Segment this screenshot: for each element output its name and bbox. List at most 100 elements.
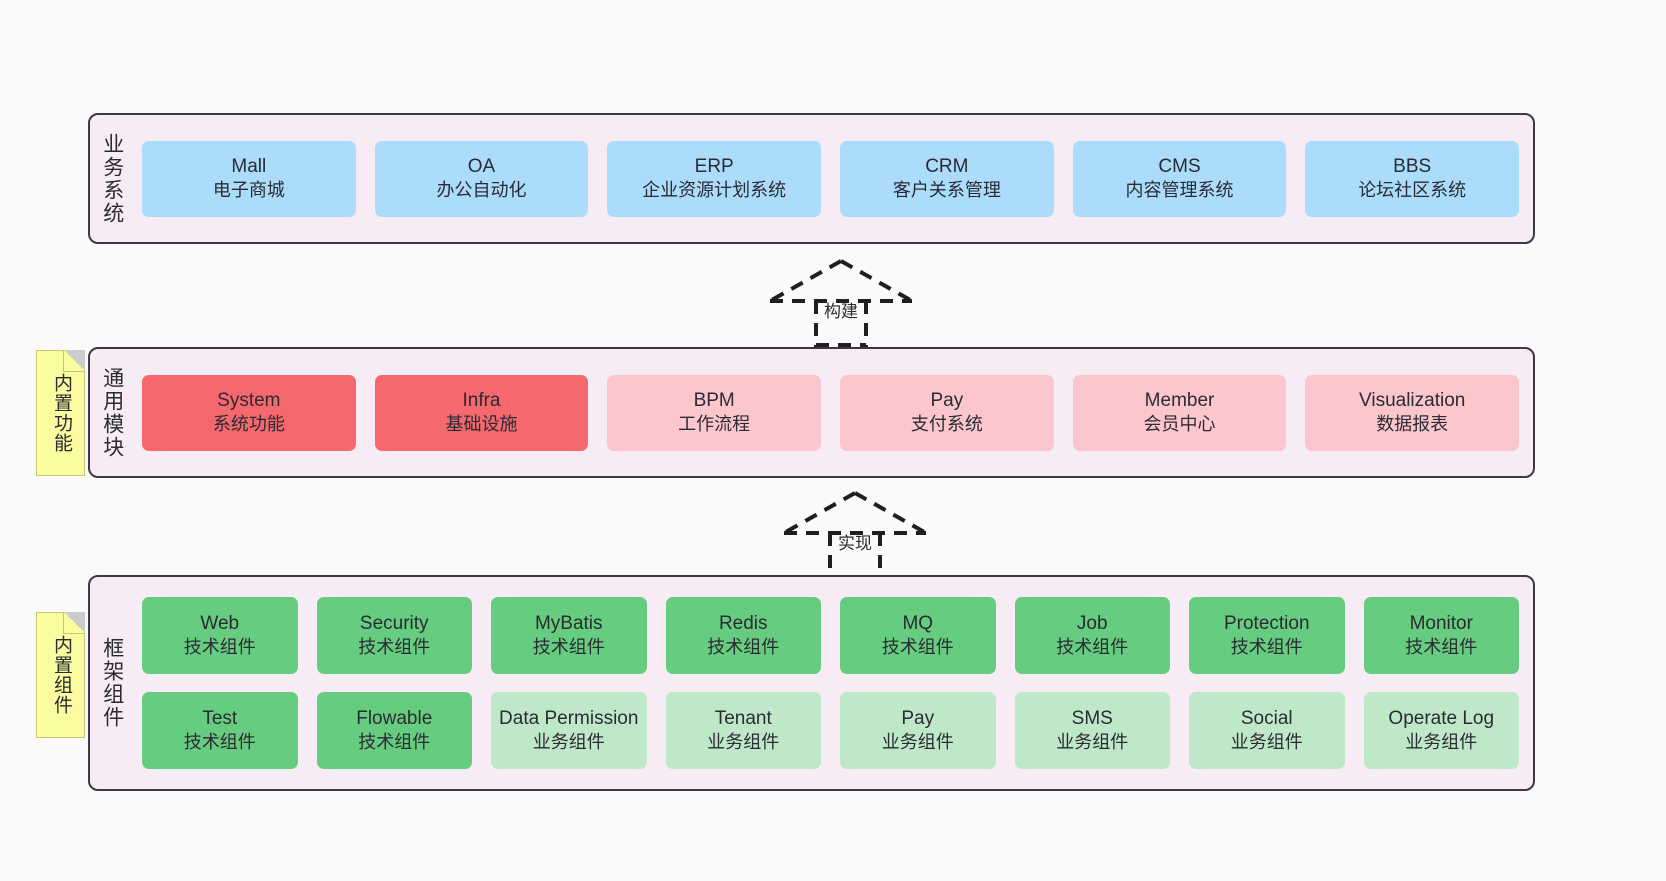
component-card-test[interactable]: Test 技术组件 [142,692,298,769]
module-card-erp[interactable]: ERP 企业资源计划系统 [607,140,822,217]
component-card-mq[interactable]: MQ 技术组件 [840,597,996,674]
component-name: Redis [718,612,768,634]
fold-corner-icon [63,612,85,634]
component-desc: 业务组件 [1056,732,1129,753]
component-card-monitor[interactable]: Monitor 技术组件 [1363,597,1519,674]
component-name: Flowable [356,707,433,729]
module-desc: 办公自动化 [436,180,527,201]
component-card-pay[interactable]: Pay 业务组件 [840,692,996,769]
component-desc: 技术组件 [358,637,431,658]
component-card-security[interactable]: Security 技术组件 [316,597,472,674]
component-card-web[interactable]: Web 技术组件 [142,597,298,674]
component-card-job[interactable]: Job 技术组件 [1014,597,1170,674]
component-desc: 技术组件 [183,732,256,753]
component-name: Test [202,707,238,729]
component-card-mybatis[interactable]: MyBatis 技术组件 [491,597,647,674]
component-name: Tenant [714,707,772,729]
layer-business-system: 业务系统 Mall 电子商城 OA 办公自动化 ERP 企业资源计划系统 CRM… [88,113,1535,244]
component-name: Data Permission [499,707,639,729]
component-desc: 技术组件 [1056,637,1129,658]
fold-corner-icon [63,350,85,372]
component-name: Web [200,612,240,634]
component-name: Social [1240,707,1293,729]
component-name: MQ [902,612,934,634]
module-name: Mall [231,155,267,177]
component-desc: 技术组件 [183,637,256,658]
component-name: MyBatis [534,612,603,634]
module-desc: 会员中心 [1143,414,1216,435]
module-card-oa[interactable]: OA 办公自动化 [374,140,589,217]
module-card-system[interactable]: System 系统功能 [142,374,356,451]
module-desc: 论坛社区系统 [1358,180,1467,201]
component-card-redis[interactable]: Redis 技术组件 [665,597,821,674]
module-card-mall[interactable]: Mall 电子商城 [142,140,356,217]
component-desc: 技术组件 [1405,637,1478,658]
component-desc: 业务组件 [707,732,780,753]
component-card-protection[interactable]: Protection 技术组件 [1189,597,1345,674]
component-name: SMS [1071,707,1113,729]
module-desc: 基础设施 [445,414,518,435]
layer-row: Web 技术组件 Security 技术组件 MyBatis 技术组件 Redi… [142,597,1519,674]
component-desc: 技术组件 [532,637,605,658]
component-name: Operate Log [1388,707,1495,729]
component-desc: 业务组件 [532,732,605,753]
component-card-social[interactable]: Social 业务组件 [1189,692,1345,769]
dashed-generalization-arrow-icon [783,491,927,579]
component-desc: 技术组件 [707,637,780,658]
dashed-generalization-arrow-icon [769,259,913,347]
component-card-operate-log[interactable]: Operate Log 业务组件 [1363,692,1519,769]
component-card-sms[interactable]: SMS 业务组件 [1014,692,1170,769]
component-desc: 技术组件 [358,732,431,753]
module-card-member[interactable]: Member 会员中心 [1072,374,1287,451]
layer-title-framework: 框架组件 [100,637,124,729]
layer-framework-component: 框架组件 Web 技术组件 Security 技术组件 MyBatis 技术组件… [88,575,1535,791]
module-name: Member [1144,389,1215,411]
module-name: CMS [1158,155,1201,177]
module-name: ERP [694,155,734,177]
connector-label-implement: 实现 [838,534,872,553]
layer-title-common: 通用模块 [100,366,124,459]
module-card-infra[interactable]: Infra 基础设施 [374,374,589,451]
layer-body-common: System 系统功能 Infra 基础设施 BPM 工作流程 Pay 支付系统… [134,349,1533,476]
layer-row: Test 技术组件 Flowable 技术组件 Data Permission … [142,692,1519,769]
sticky-note-builtin-components: 内置组件 [36,612,85,738]
component-name: Protection [1223,612,1310,634]
component-name: Monitor [1409,612,1473,634]
component-name: Job [1076,612,1108,634]
component-desc: 技术组件 [1230,637,1303,658]
module-name: System [217,389,281,411]
component-name: Security [359,612,429,634]
module-desc: 数据报表 [1376,414,1449,435]
module-name: Visualization [1359,389,1466,411]
component-card-flowable[interactable]: Flowable 技术组件 [316,692,472,769]
layer-row: System 系统功能 Infra 基础设施 BPM 工作流程 Pay 支付系统… [142,374,1520,451]
component-desc: 业务组件 [1230,732,1303,753]
module-card-cms[interactable]: CMS 内容管理系统 [1072,140,1287,217]
module-card-crm[interactable]: CRM 客户关系管理 [840,140,1054,217]
module-card-bbs[interactable]: BBS 论坛社区系统 [1305,140,1520,217]
connector-label-build: 构建 [824,302,858,321]
layer-row: Mall 电子商城 OA 办公自动化 ERP 企业资源计划系统 CRM 客户关系… [142,140,1520,217]
module-name: BPM [693,389,735,411]
sticky-note-label: 内置组件 [50,635,72,715]
module-desc: 支付系统 [910,414,983,435]
module-name: Infra [462,389,501,411]
module-desc: 企业资源计划系统 [642,180,787,201]
module-card-visualization[interactable]: Visualization 数据报表 [1305,374,1520,451]
component-name: Pay [901,707,935,729]
component-desc: 技术组件 [881,637,954,658]
module-desc: 内容管理系统 [1125,180,1234,201]
module-desc: 系统功能 [212,414,285,435]
component-card-tenant[interactable]: Tenant 业务组件 [665,692,821,769]
component-card-data-permission[interactable]: Data Permission 业务组件 [491,692,647,769]
module-name: BBS [1393,155,1432,177]
component-desc: 业务组件 [1405,732,1478,753]
module-card-pay[interactable]: Pay 支付系统 [840,374,1054,451]
module-card-bpm[interactable]: BPM 工作流程 [607,374,822,451]
sticky-note-label: 内置功能 [50,373,72,453]
component-desc: 业务组件 [881,732,954,753]
layer-body-business: Mall 电子商城 OA 办公自动化 ERP 企业资源计划系统 CRM 客户关系… [134,115,1533,242]
module-name: Pay [930,389,964,411]
module-desc: 电子商城 [212,180,285,201]
module-name: OA [467,155,496,177]
